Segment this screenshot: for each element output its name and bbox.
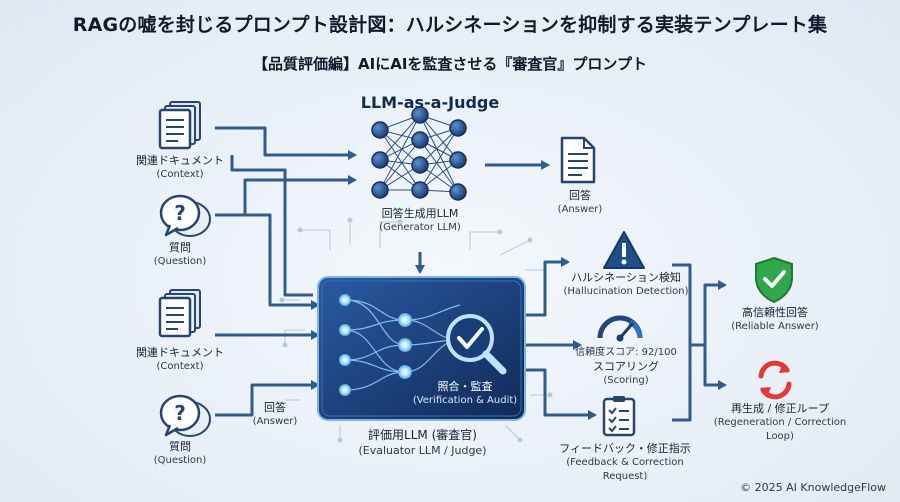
reliable-sub: (Reliable Answer) [731,321,819,332]
document-icon [560,136,596,184]
regeneration-title: 再生成 / 修正ループ [730,402,830,415]
hallucination-label: ハルシネーション検知 (Hallucination Detection) [556,271,696,299]
arrow-context-to-generator [215,126,357,160]
generator-sub: (Generator LLM) [379,222,461,233]
question-top-sub: (Question) [153,256,207,267]
circuit-lines [279,217,553,443]
evaluator-box-sub: (Verification & Audit) [412,395,518,406]
merge-lines [672,263,692,422]
answer-input-sub: (Answer) [252,416,298,427]
hallucination-sub: (Hallucination Detection) [563,286,689,297]
context-bottom-sub: (Context) [156,361,204,372]
generator-title: 回答生成用LLM [381,207,459,220]
warning-icon [603,231,645,269]
answer-input-title: 回答 [264,401,286,414]
answer-output-title: 回答 [569,189,591,202]
arrow-to-regeneration [690,343,727,390]
judge-heading: LLM-as-a-Judge [360,93,500,112]
question-bubble-icon: ? [159,194,211,237]
feedback-sub: (Feedback & Correction Request) [566,457,684,482]
context-bottom-title: 関連ドキュメント [136,346,224,359]
question-bubble-icon: ? [159,394,211,437]
context-bottom-label: 関連ドキュメント (Context) [125,346,235,374]
answer-output-label: 回答 (Answer) [540,189,620,217]
scoring-sub: (Scoring) [603,375,649,386]
feedback-title: フィードバック・修正指示 [559,442,691,455]
question-bottom-title: 質問 [169,440,191,453]
document-stack-icon [158,289,201,338]
evaluator-title: 評価用LLM (審査官) [368,428,477,442]
arrow-question-top-to-evaluator [232,213,320,310]
svg-text:?: ? [174,401,186,425]
refresh-icon [758,360,792,400]
arrow-question-to-generator [215,175,357,217]
generator-label: 回答生成用LLM (Generator LLM) [355,207,485,235]
answer-input-label: 回答 (Answer) [240,401,310,429]
arrow-evaluator-to-hallucination [525,257,570,317]
svg-text:?: ? [174,201,186,225]
context-top-title: 関連ドキュメント [136,154,224,167]
arrow-answer-to-evaluator [215,380,320,417]
neural-network-icon [371,106,467,201]
evaluator-panel [317,276,526,421]
arrow-evaluator-to-feedback [525,368,597,420]
question-bottom-sub: (Question) [153,455,207,466]
regeneration-sub: (Regeneration / Correction Loop) [713,417,847,442]
question-top-label: 質問 (Question) [130,241,230,269]
gauge-icon [597,315,643,342]
feedback-label: フィードバック・修正指示 (Feedback & Correction Requ… [545,442,705,484]
question-top-title: 質問 [169,241,191,254]
reliable-title: 高信頼性回答 [742,306,808,319]
evaluator-box-label: 照合・監査 (Verification & Audit) [410,380,520,408]
page-subtitle: 【品質評価編】AIにAIを監査させる『審査官』プロンプト [253,55,647,73]
copyright-text: © 2025 AI KnowledgeFlow [740,481,886,494]
clipboard-icon [602,396,636,437]
arrow-context-top-to-evaluator [230,155,313,297]
evaluator-sub: (Evaluator LLM / Judge) [358,444,487,457]
page-title: RAGの嘘を封じるプロンプト設計図：ハルシネーションを抑制する実装テンプレート集 [72,14,828,36]
context-top-sub: (Context) [156,169,204,180]
question-bottom-label: 質問 (Question) [130,440,230,468]
scoring-label: 信頼度スコア: 92/100 スコアリング (Scoring) [556,346,696,388]
answer-output-sub: (Answer) [557,204,603,215]
reliable-label: 高信頼性回答 (Reliable Answer) [720,306,830,334]
flow-arrows [215,126,727,422]
score-text: 信頼度スコア: 92/100 [575,347,677,358]
magnifier-check-icon [446,314,507,375]
hallucination-title: ハルシネーション検知 [571,271,681,284]
regeneration-label: 再生成 / 修正ループ (Regeneration / Correction L… [705,402,855,444]
shield-check-icon [755,256,793,304]
evaluator-box-title: 照合・監査 [437,380,493,393]
document-stack-icon [158,101,201,150]
context-top-label: 関連ドキュメント (Context) [125,154,235,182]
scoring-title: スコアリング [593,360,659,373]
evaluator-label: 評価用LLM (審査官) (Evaluator LLM / Judge) [335,427,510,459]
